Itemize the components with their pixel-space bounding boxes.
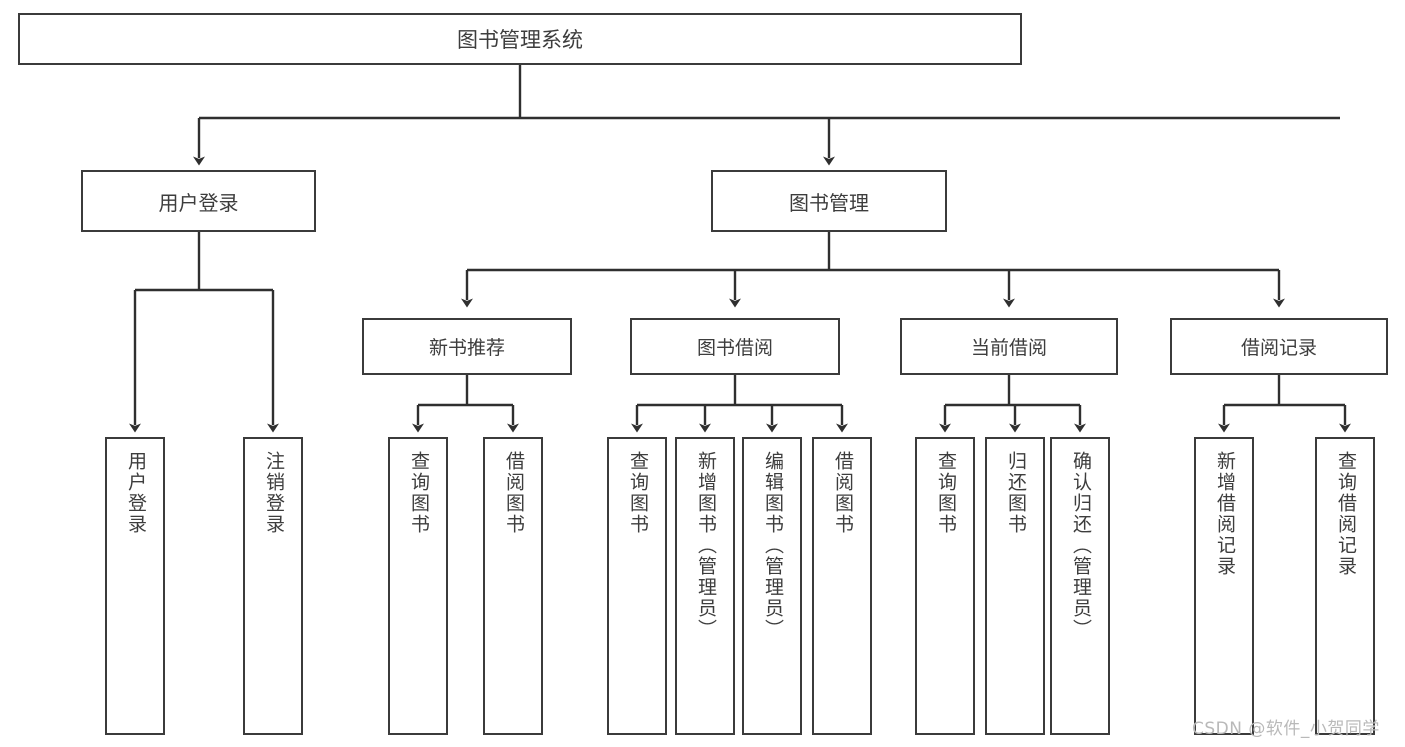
node-leaf-borrow-book-1-label: 借阅图书: [502, 451, 525, 535]
node-leaf-confirm-return-label: 确认归还（管理员）: [1069, 451, 1092, 640]
node-user-login-label: 用户登录: [158, 190, 239, 215]
node-leaf-query-record-label: 查询借阅记录: [1334, 451, 1357, 577]
node-current-borrow-label: 当前借阅: [970, 337, 1047, 359]
node-leaf-add-record-label: 新增借阅记录: [1213, 451, 1236, 577]
node-leaf-edit-book-label: 编辑图书（管理员）: [761, 451, 784, 640]
node-leaf-query-book-2[interactable]: 查询图书: [607, 437, 667, 735]
node-book-borrow[interactable]: 图书借阅: [630, 318, 840, 375]
node-book-manage[interactable]: 图书管理: [711, 170, 947, 232]
node-borrow-record[interactable]: 借阅记录: [1170, 318, 1388, 375]
node-new-book-rec[interactable]: 新书推荐: [362, 318, 572, 375]
node-leaf-confirm-return[interactable]: 确认归还（管理员）: [1050, 437, 1110, 735]
node-user-login[interactable]: 用户登录: [81, 170, 316, 232]
node-leaf-return-book-label: 归还图书: [1004, 451, 1027, 535]
node-new-book-rec-label: 新书推荐: [428, 337, 505, 359]
node-borrow-record-label: 借阅记录: [1240, 337, 1317, 359]
node-leaf-borrow-book-2-label: 借阅图书: [831, 451, 854, 535]
node-leaf-add-book[interactable]: 新增图书（管理员）: [675, 437, 735, 735]
watermark: CSDN @软件_小贺同学: [1192, 719, 1380, 739]
node-current-borrow[interactable]: 当前借阅: [900, 318, 1118, 375]
node-root[interactable]: 图书管理系统: [18, 13, 1022, 65]
node-leaf-query-book-2-label: 查询图书: [626, 451, 649, 535]
node-leaf-query-book-3[interactable]: 查询图书: [915, 437, 975, 735]
node-leaf-borrow-book-2[interactable]: 借阅图书: [812, 437, 872, 735]
node-book-manage-label: 图书管理: [789, 190, 869, 215]
node-leaf-logout-label: 注销登录: [262, 451, 285, 535]
node-leaf-user-login-label: 用户登录: [124, 451, 147, 535]
node-leaf-return-book[interactable]: 归还图书: [985, 437, 1045, 735]
node-leaf-query-book-3-label: 查询图书: [934, 451, 957, 535]
node-leaf-query-book-1-label: 查询图书: [407, 451, 430, 535]
node-leaf-borrow-book-1[interactable]: 借阅图书: [483, 437, 543, 735]
node-leaf-edit-book[interactable]: 编辑图书（管理员）: [742, 437, 802, 735]
node-leaf-add-book-label: 新增图书（管理员）: [694, 451, 717, 640]
node-leaf-add-record[interactable]: 新增借阅记录: [1194, 437, 1254, 735]
node-leaf-logout[interactable]: 注销登录: [243, 437, 303, 735]
node-leaf-query-record[interactable]: 查询借阅记录: [1315, 437, 1375, 735]
node-book-borrow-label: 图书借阅: [696, 337, 773, 359]
node-leaf-query-book-1[interactable]: 查询图书: [388, 437, 448, 735]
node-leaf-user-login[interactable]: 用户登录: [105, 437, 165, 735]
node-root-label: 图书管理系统: [457, 28, 583, 52]
